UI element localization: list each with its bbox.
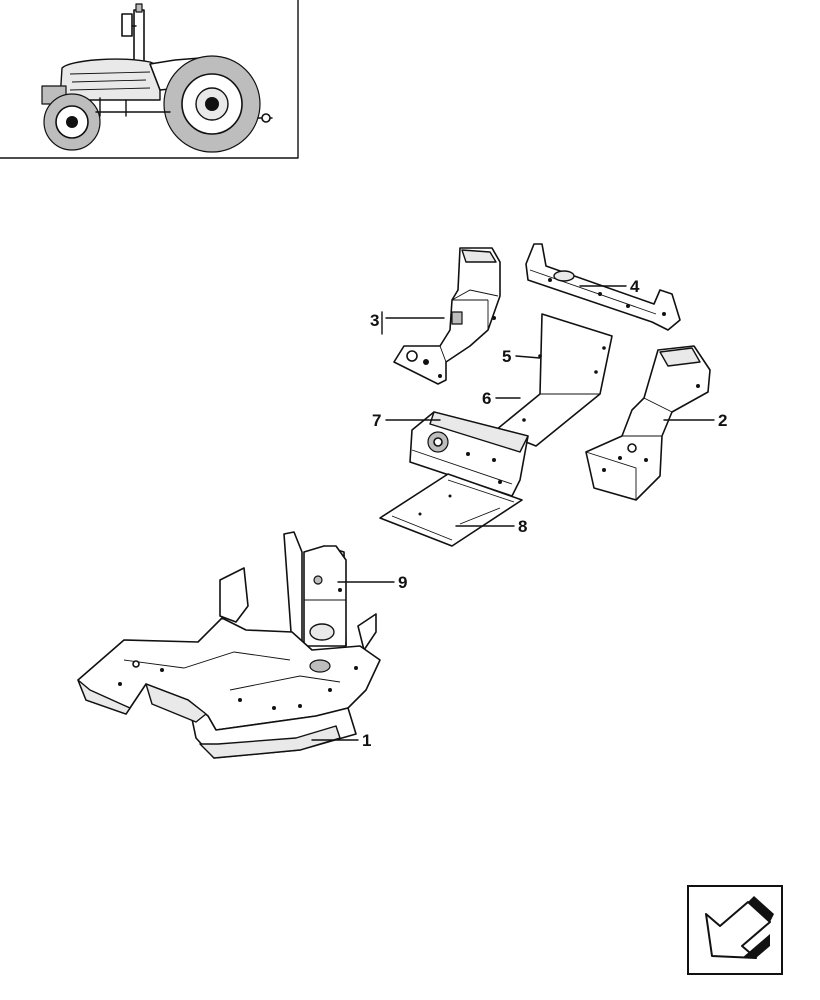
back-arrow-icon bbox=[705, 896, 774, 959]
tractor-icon bbox=[41, 3, 273, 153]
tractor-thumbnail bbox=[0, 0, 299, 159]
part-1-main-platform bbox=[77, 567, 381, 759]
part-2-right-bracket bbox=[585, 345, 711, 501]
callout-7: 7 bbox=[372, 411, 381, 430]
part-5-6-floor-panel bbox=[495, 313, 613, 447]
part-4-cross-member bbox=[525, 243, 681, 331]
part-9-vertical-support bbox=[283, 531, 377, 651]
part-7-tunnel bbox=[409, 411, 529, 497]
leader-lines bbox=[311, 285, 715, 741]
callout-3: 3 bbox=[370, 311, 379, 330]
callout-9: 9 bbox=[398, 573, 407, 592]
callout-8: 8 bbox=[518, 517, 527, 536]
callout-5: 5 bbox=[502, 347, 511, 366]
callout-labels: 1 2 3 4 5 6 7 8 9 bbox=[362, 277, 727, 750]
part-3-left-bracket bbox=[393, 247, 501, 385]
callout-1: 1 bbox=[362, 731, 371, 750]
callout-2: 2 bbox=[718, 411, 727, 430]
back-navigation-button[interactable] bbox=[687, 885, 783, 975]
callout-4: 4 bbox=[630, 277, 640, 296]
callout-6: 6 bbox=[482, 389, 491, 408]
part-8-floor-mat bbox=[379, 473, 523, 547]
